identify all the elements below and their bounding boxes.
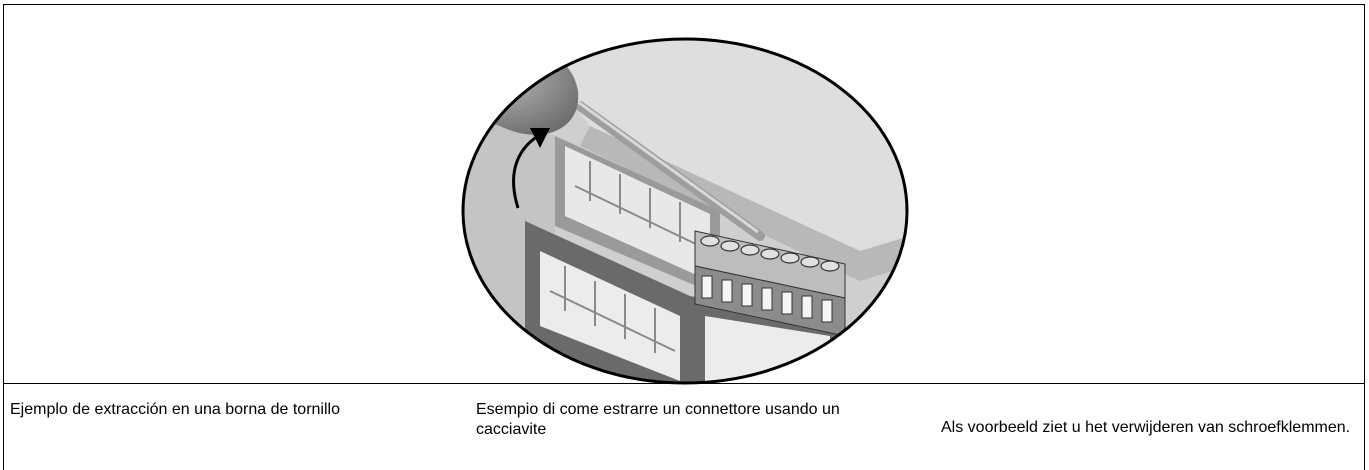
- terminal-removal-illustration: [460, 36, 910, 388]
- caption-spanish: Ejemplo de extracción en una borna de to…: [10, 401, 340, 418]
- caption-italian: Esempio di come estrarre un connettore u…: [476, 401, 840, 438]
- caption-dutch: Als voorbeeld ziet u het verwijderen van…: [941, 419, 1351, 436]
- caption-bar: Ejemplo de extracción en una borna de to…: [3, 384, 1365, 470]
